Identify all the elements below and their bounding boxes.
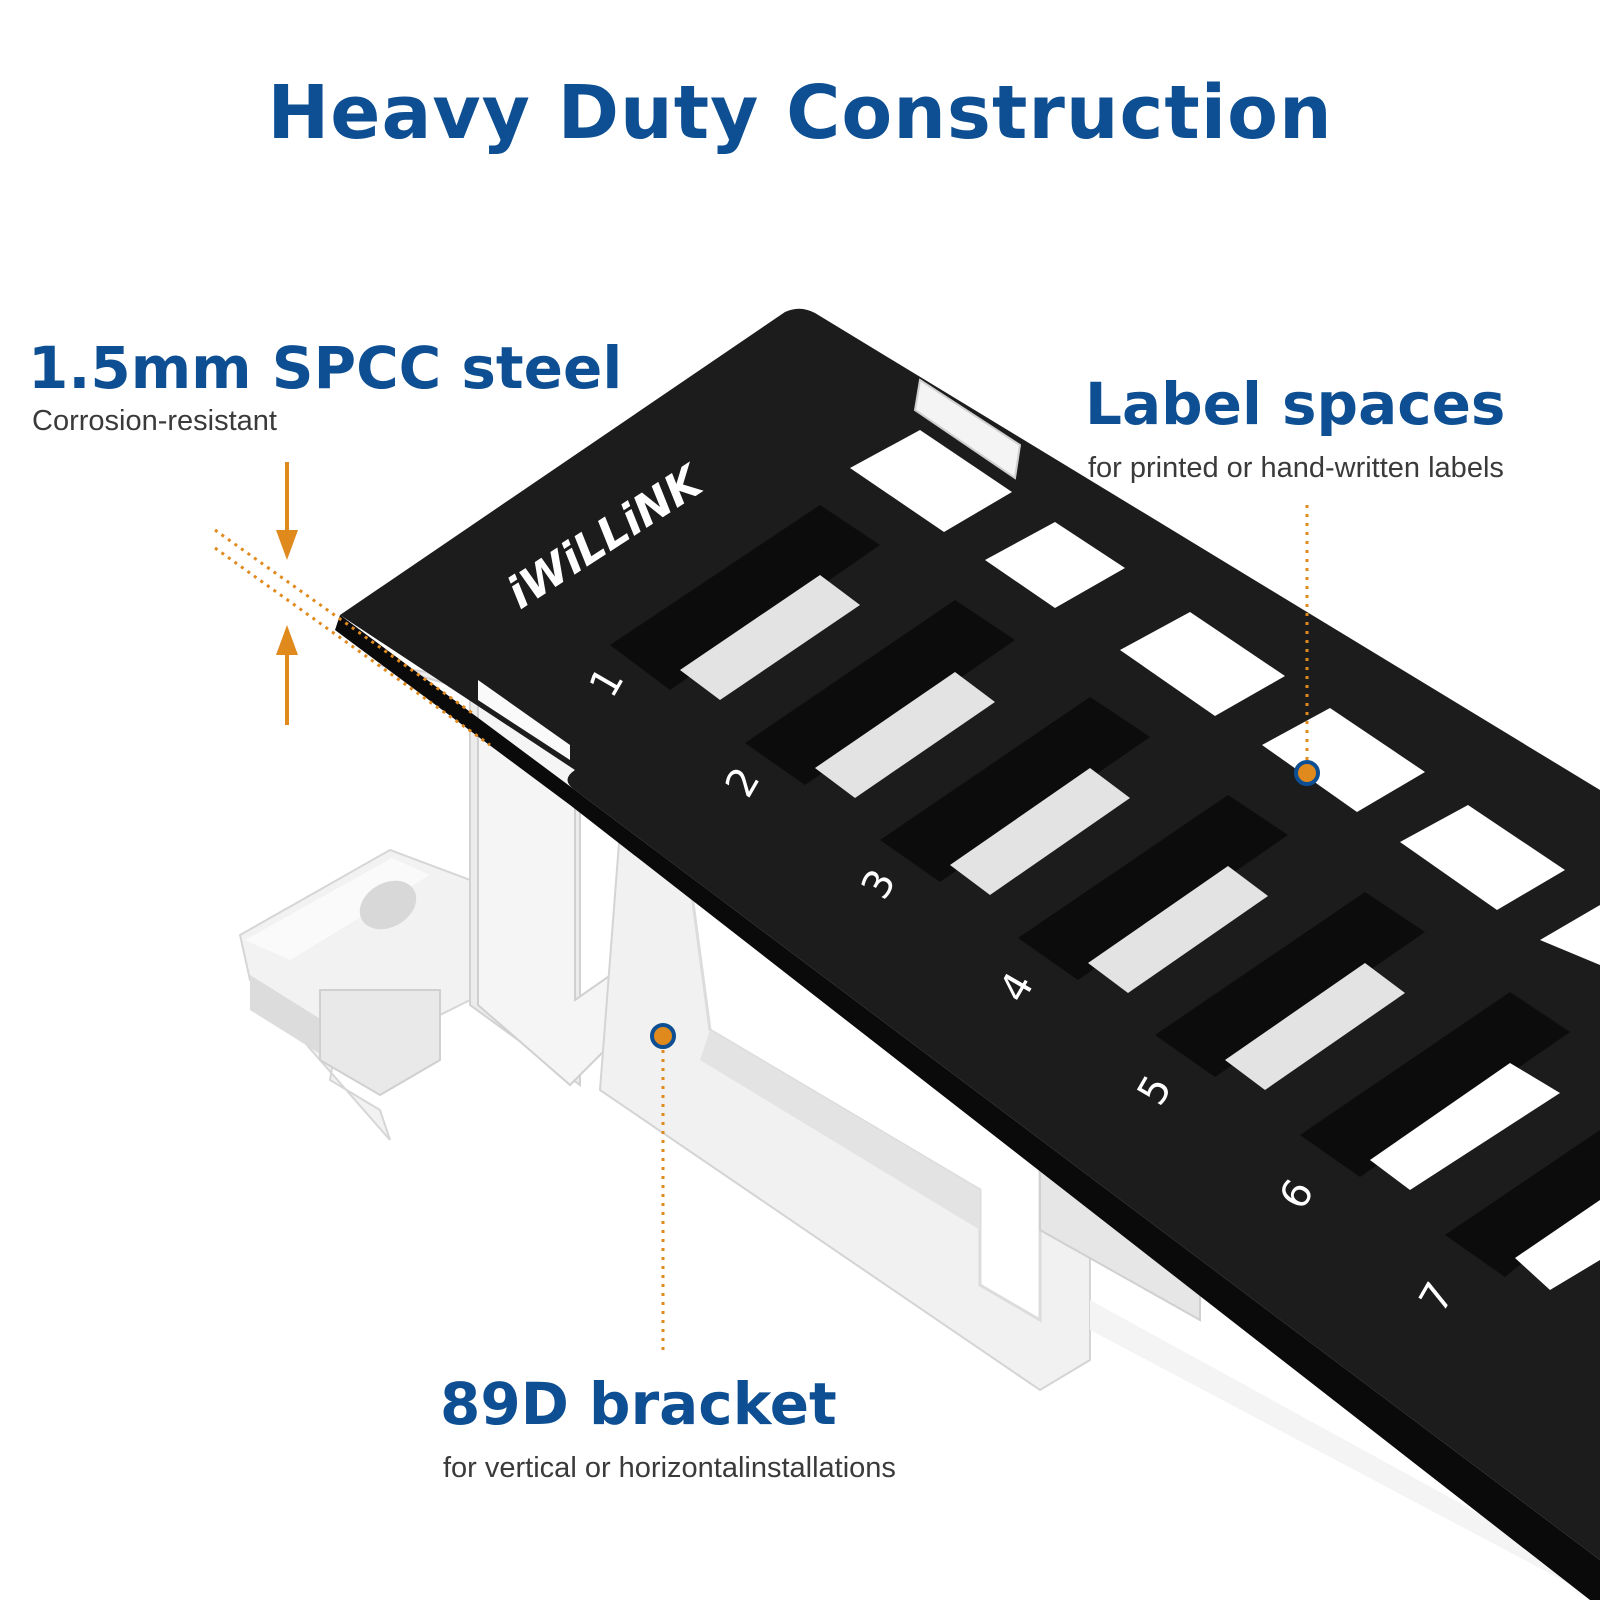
label-callout-dot xyxy=(1294,760,1320,786)
port-opening xyxy=(880,697,1150,895)
labels-feature-subtitle: for printed or hand-written labels xyxy=(1088,452,1504,484)
port-opening xyxy=(1300,992,1570,1190)
labels-feature-title: Label spaces xyxy=(1085,370,1506,438)
steel-feature-subtitle: Corrosion-resistant xyxy=(32,405,277,437)
keystone-ports xyxy=(610,505,1600,1290)
page-title: Heavy Duty Construction xyxy=(267,70,1333,156)
port-opening xyxy=(1445,1130,1600,1290)
thickness-callout xyxy=(214,462,491,747)
port-numbers: 1 2 3 4 5 6 7 xyxy=(581,660,1464,1320)
bracket-feature-title: 89D bracket xyxy=(440,1370,837,1438)
steel-feature-title: 1.5mm SPCC steel xyxy=(28,334,623,402)
port-opening xyxy=(1155,892,1425,1090)
bracket-callout-dot xyxy=(650,1023,676,1049)
label-callout xyxy=(1294,505,1320,786)
port-opening xyxy=(745,600,1015,798)
label-spaces xyxy=(850,430,1600,965)
port-opening xyxy=(610,505,880,700)
bracket-callout xyxy=(650,1023,676,1355)
port-opening xyxy=(1018,795,1288,993)
bracket-feature-subtitle: for vertical or horizontalinstallations xyxy=(443,1452,896,1484)
